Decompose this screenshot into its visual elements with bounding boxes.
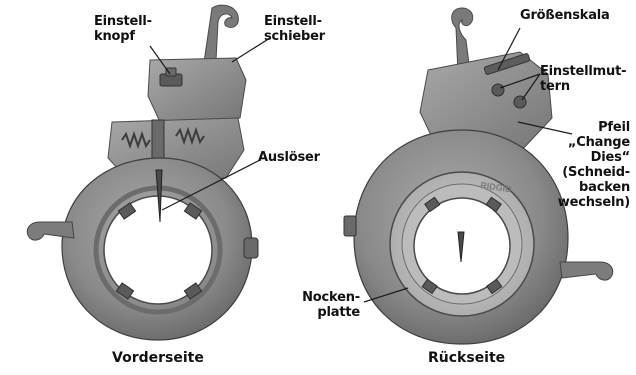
label-ausloeser: Auslöser — [258, 150, 320, 165]
label-groessenskala: Größenskala — [520, 8, 610, 23]
label-einstellknopf: Einstell- knopf — [94, 14, 152, 44]
front-die-head — [27, 5, 258, 340]
label-einstellschieber: Einstell- schieber — [264, 14, 325, 44]
front-hook-arm — [204, 5, 238, 62]
front-left-hook — [27, 222, 74, 240]
label-pfeil-change-dies: Pfeil „Change Dies“ (Schneid- backen wec… — [558, 120, 630, 210]
caption-rueckseite: Rückseite — [428, 350, 505, 366]
label-einstellmuttern: Einstellmut- tern — [540, 64, 626, 94]
front-adjusting-slider — [148, 58, 246, 122]
back-right-hook — [560, 262, 613, 280]
back-adjusting-nut — [492, 84, 504, 96]
label-nockenplatte: Nocken- platte — [302, 290, 360, 320]
caption-vorderseite: Vorderseite — [112, 350, 204, 366]
